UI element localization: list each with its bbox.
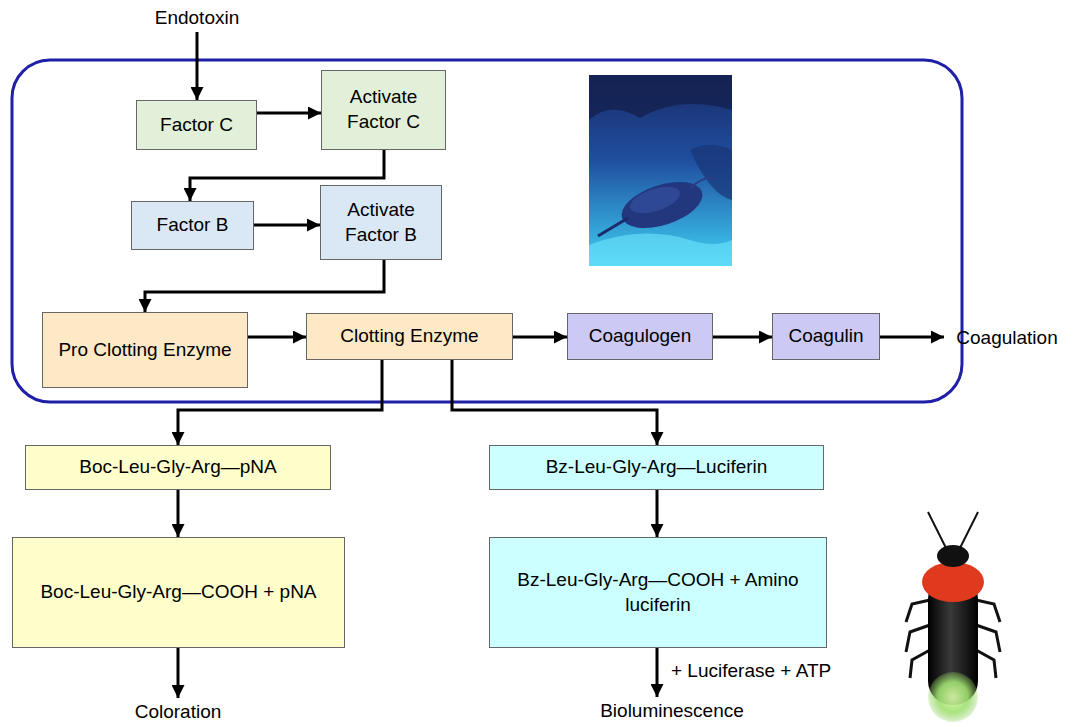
text-node: Bioluminescence	[582, 697, 762, 725]
flow-arrow	[713, 336, 772, 339]
node-text: Factor C	[160, 113, 233, 138]
node-text: Coagulation	[956, 326, 1057, 351]
node-text: Coloration	[135, 700, 222, 725]
flow-arrow	[452, 360, 657, 445]
node-text: Endotoxin	[155, 6, 240, 31]
node-text: Pro Clotting Enzyme	[58, 338, 231, 363]
flow-arrow	[177, 648, 180, 698]
node-text: Coagulogen	[589, 324, 691, 349]
process-box: Pro Clotting Enzyme	[42, 312, 248, 388]
text-node: Coagulation	[944, 324, 1070, 352]
node-text: Boc-Leu-Gly-Arg—COOH + pNA	[40, 580, 316, 605]
flow-arrow	[196, 32, 199, 100]
process-box: Bz-Leu-Gly-Arg—Luciferin	[489, 445, 824, 490]
process-box: Factor C	[136, 100, 257, 150]
flow-arrow	[248, 336, 306, 339]
process-box: Coagulin	[772, 313, 880, 360]
flow-arrow	[880, 336, 944, 339]
process-box: Boc-Leu-Gly-Arg—COOH + pNA	[12, 537, 345, 648]
flow-arrow	[656, 648, 659, 697]
process-box: Coagulogen	[567, 313, 713, 360]
firefly-icon	[906, 512, 1000, 722]
process-box: Boc-Leu-Gly-Arg—pNA	[25, 445, 331, 490]
flow-arrow	[254, 224, 320, 227]
horseshoe-crab-photo	[589, 75, 732, 266]
node-text: Boc-Leu-Gly-Arg—pNA	[79, 455, 276, 480]
node-text: Clotting Enzyme	[340, 324, 478, 349]
node-text: Bz-Leu-Gly-Arg—COOH + Amino luciferin	[498, 568, 818, 617]
flow-arrow	[145, 260, 384, 312]
process-box: Clotting Enzyme	[306, 313, 513, 360]
process-box: Bz-Leu-Gly-Arg—COOH + Amino luciferin	[489, 537, 827, 648]
node-text: Bz-Leu-Gly-Arg—Luciferin	[546, 455, 768, 480]
flow-arrow	[177, 490, 180, 537]
flow-arrow	[513, 336, 567, 339]
node-text: Factor B	[157, 213, 229, 238]
reaction-frame	[12, 60, 962, 402]
flow-arrow	[257, 112, 321, 115]
process-box: Activate Factor B	[320, 185, 442, 260]
process-box: Activate Factor C	[321, 70, 446, 150]
node-text: Coagulin	[789, 324, 864, 349]
node-text: Bioluminescence	[600, 699, 744, 724]
text-node: Coloration	[118, 698, 238, 726]
flow-arrow	[656, 490, 659, 537]
text-node: Endotoxin	[138, 4, 256, 32]
node-text: Activate Factor C	[330, 85, 437, 134]
process-box: Factor B	[131, 201, 254, 250]
node-text: Activate Factor B	[329, 198, 433, 247]
edge-label: + Luciferase + ATP	[668, 659, 834, 684]
